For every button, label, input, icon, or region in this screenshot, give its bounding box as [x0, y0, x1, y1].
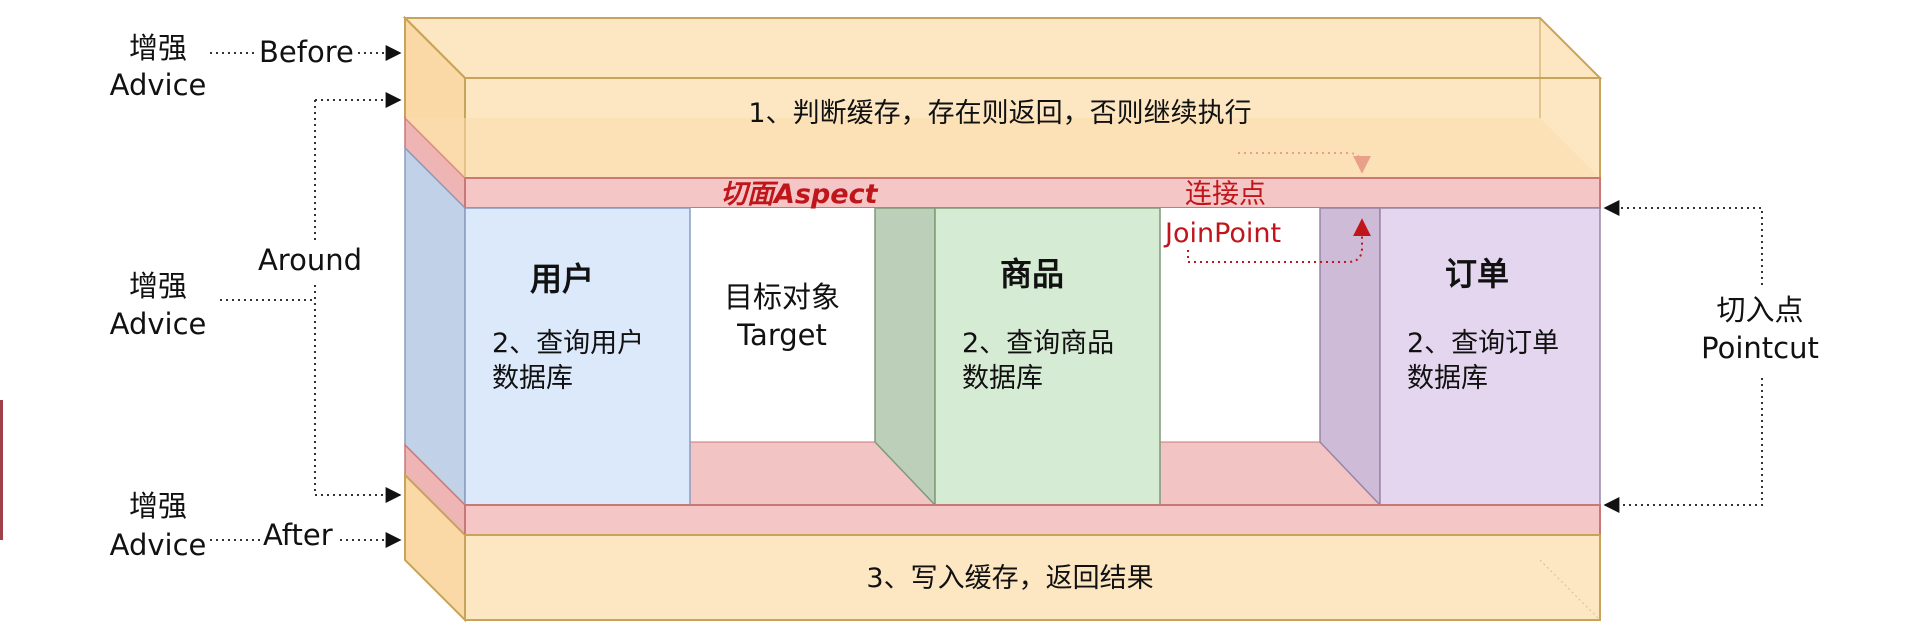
top-layer-inner: [405, 118, 1600, 178]
pointcut-bracket-top: [1603, 200, 1763, 285]
module-product-line1: 2、查询商品: [962, 328, 1114, 359]
aspect-band-bottom: [464, 504, 1601, 536]
left-side-blue: [404, 146, 466, 507]
aspect-label: 切面Aspect: [720, 179, 879, 210]
before-label: Before: [259, 35, 354, 69]
module-product: [934, 207, 1161, 506]
after-label: After: [263, 518, 333, 552]
module-order-title: 订单: [1445, 255, 1509, 293]
advice-middle-cn: 增强: [129, 269, 187, 303]
advice-bottom-cn: 增强: [129, 489, 187, 523]
module-user-line2: 数据库: [492, 363, 573, 394]
pointcut-en: Pointcut: [1701, 331, 1819, 365]
target-cn: 目标对象: [724, 280, 840, 314]
target-en: Target: [736, 318, 827, 352]
joinpoint-cn: 连接点: [1185, 179, 1266, 210]
advice-bottom-en: Advice: [110, 528, 207, 562]
advice-middle-en: Advice: [110, 307, 207, 341]
module-order: [1379, 207, 1601, 506]
module-user: [464, 207, 691, 506]
top-layer-text: 1、判断缓存，存在则返回，否则继续执行: [748, 98, 1251, 129]
around-label: Around: [258, 243, 362, 277]
joinpoint-en: JoinPoint: [1163, 218, 1281, 249]
aspect-band-top: [464, 177, 1601, 209]
module-user-line1: 2、查询用户: [492, 328, 644, 359]
joinpoint-arrow-top: [1238, 152, 1371, 174]
advice-top-en: Advice: [110, 68, 207, 102]
pointcut-cn: 切入点: [1716, 293, 1803, 327]
bottom-layer-text: 3、写入缓存，返回结果: [866, 563, 1153, 594]
left-edge-strip: [0, 400, 3, 540]
module-product-line2: 数据库: [962, 363, 1043, 394]
advice-top-cn: 增强: [129, 31, 187, 65]
module-order-line2: 数据库: [1407, 363, 1488, 394]
module-order-line1: 2、查询订单: [1407, 328, 1559, 359]
module-user-title: 用户: [530, 260, 594, 298]
module-product-title: 商品: [1000, 255, 1064, 293]
top-layer-back: [402, 17, 1603, 79]
bottom-layer: [464, 534, 1601, 621]
pointcut-bracket-bottom: [1603, 378, 1763, 513]
